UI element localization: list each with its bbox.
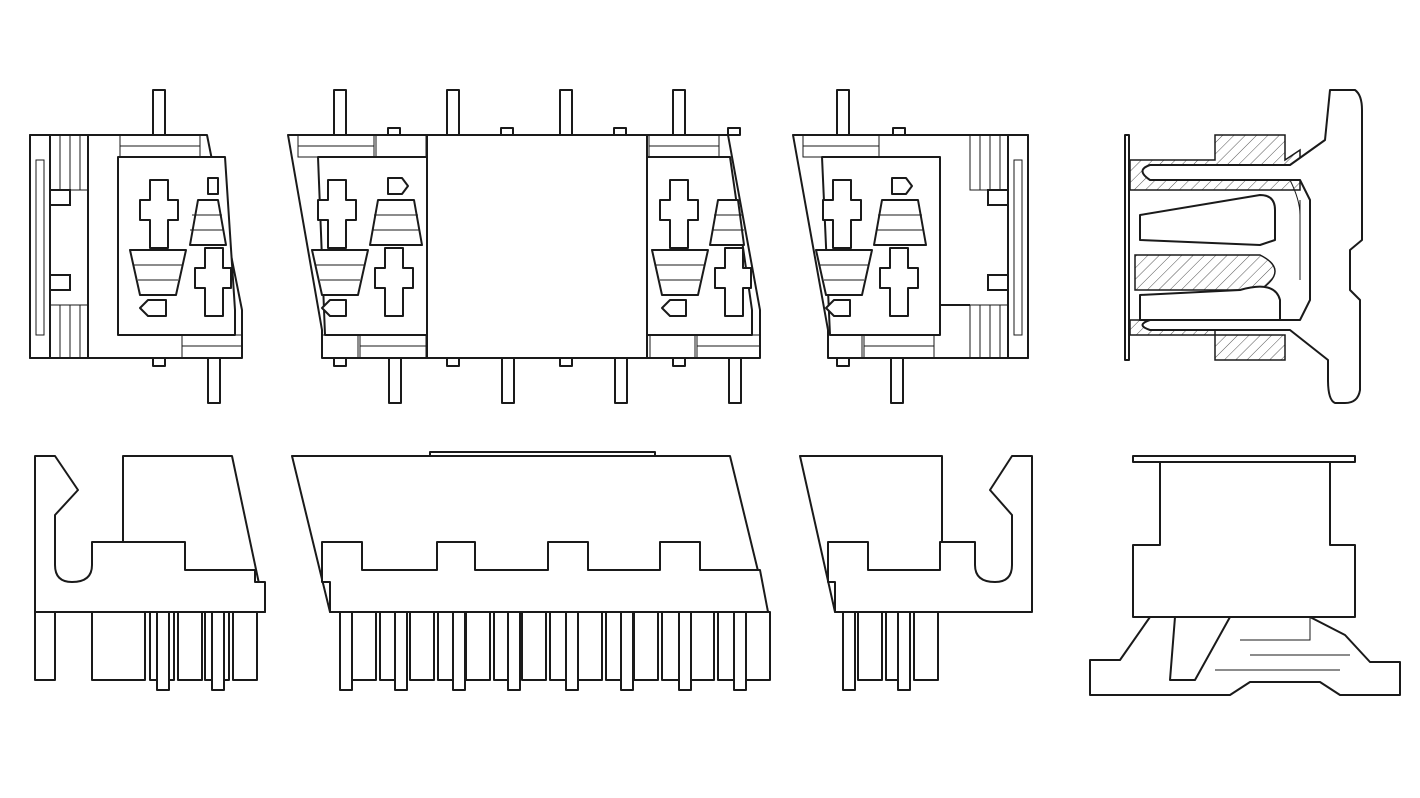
pin-nub [334,358,346,366]
solder-tail [453,612,465,690]
contact-housing [578,612,602,680]
pin-nub [614,128,626,135]
solder-tail [734,612,746,690]
top-pin [560,90,572,135]
front-view-middle [292,452,768,612]
bottom-pin [208,358,220,403]
bottom-pin [615,358,627,403]
cross-section-view [1125,90,1362,403]
contact-housing [233,612,257,680]
bottom-pins-layer [150,612,938,690]
solder-tail [679,612,691,690]
contact-housing [410,612,434,680]
top-pin [673,90,685,135]
solder-tail [843,612,855,690]
contact-housing [178,612,202,680]
solder-tail [566,612,578,690]
pin-nub [560,358,572,366]
top-view-middle [288,135,760,358]
contact-housing [858,612,882,680]
front-view-left [35,456,265,680]
solder-tail [508,612,520,690]
contact-housing [352,612,376,680]
top-view-right-end [793,135,1028,358]
solder-tail [898,612,910,690]
top-view-left-end [30,135,242,358]
bottom-pin [729,358,741,403]
pin-nub [837,358,849,366]
solder-tail [340,612,352,690]
pin-nub [501,128,513,135]
bottom-pin [389,358,401,403]
contact-housing [522,612,546,680]
contact-housing [690,612,714,680]
pin-nub [893,128,905,135]
contact-housing [634,612,658,680]
side-view [1090,456,1400,695]
pin-nub [728,128,740,135]
pin-nub [673,358,685,366]
front-view-right [800,456,1032,612]
solder-tail [395,612,407,690]
contact-housing [466,612,490,680]
pin-nub [388,128,400,135]
solder-tail [157,612,169,690]
top-pin [153,90,165,135]
solder-tail [621,612,633,690]
top-pin [447,90,459,135]
bottom-pin [502,358,514,403]
solder-tail [212,612,224,690]
bottom-pin [891,358,903,403]
top-pin [334,90,346,135]
pin-nub [447,358,459,366]
pin-nub [153,358,165,366]
top-pin [837,90,849,135]
contact-housing [914,612,938,680]
contact-housing [746,612,770,680]
